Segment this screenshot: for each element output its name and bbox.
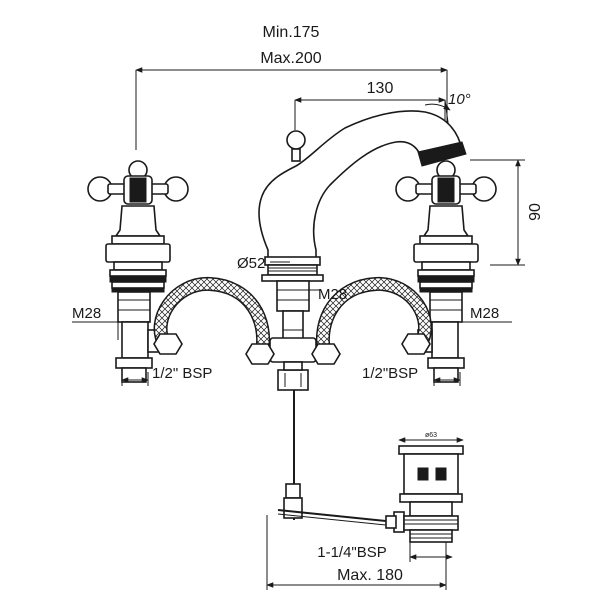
callouts: Ø52 M28 M28 M28 1/2" BSP 1/2"BSP	[72, 255, 512, 386]
bsp-right-label: 1/2"BSP	[362, 365, 418, 382]
width-dimension: Min.175 Max.200	[135, 24, 448, 150]
spout-assembly	[258, 110, 467, 391]
waste-diameter-label: ø63	[425, 432, 437, 439]
bsp-left-label: 1/2" BSP	[152, 365, 212, 382]
lift-knob	[286, 130, 306, 150]
thread-center-label: M28	[318, 286, 347, 303]
waste-assembly: ø63	[398, 432, 464, 543]
thread-right-label: M28	[470, 305, 499, 322]
waste-max-label: Max. 180	[337, 567, 403, 584]
waste-bsp-label: 1-1/4"BSP	[317, 544, 387, 561]
height-label: 90	[527, 203, 544, 221]
braided-hoses	[153, 277, 432, 365]
reach-label: 130	[367, 80, 394, 97]
bottom-dimensions: Max. 180 1-1/4"BSP	[266, 515, 453, 590]
height-dimension: 90	[470, 159, 544, 266]
width-min-label: Min.175	[263, 24, 320, 41]
angle-label: 10°	[448, 91, 471, 108]
width-max-label: Max.200	[260, 50, 321, 67]
thread-left-label: M28	[72, 305, 101, 322]
popup-rod	[277, 390, 405, 533]
diameter-label: Ø52	[237, 255, 265, 272]
right-valve	[395, 160, 497, 383]
